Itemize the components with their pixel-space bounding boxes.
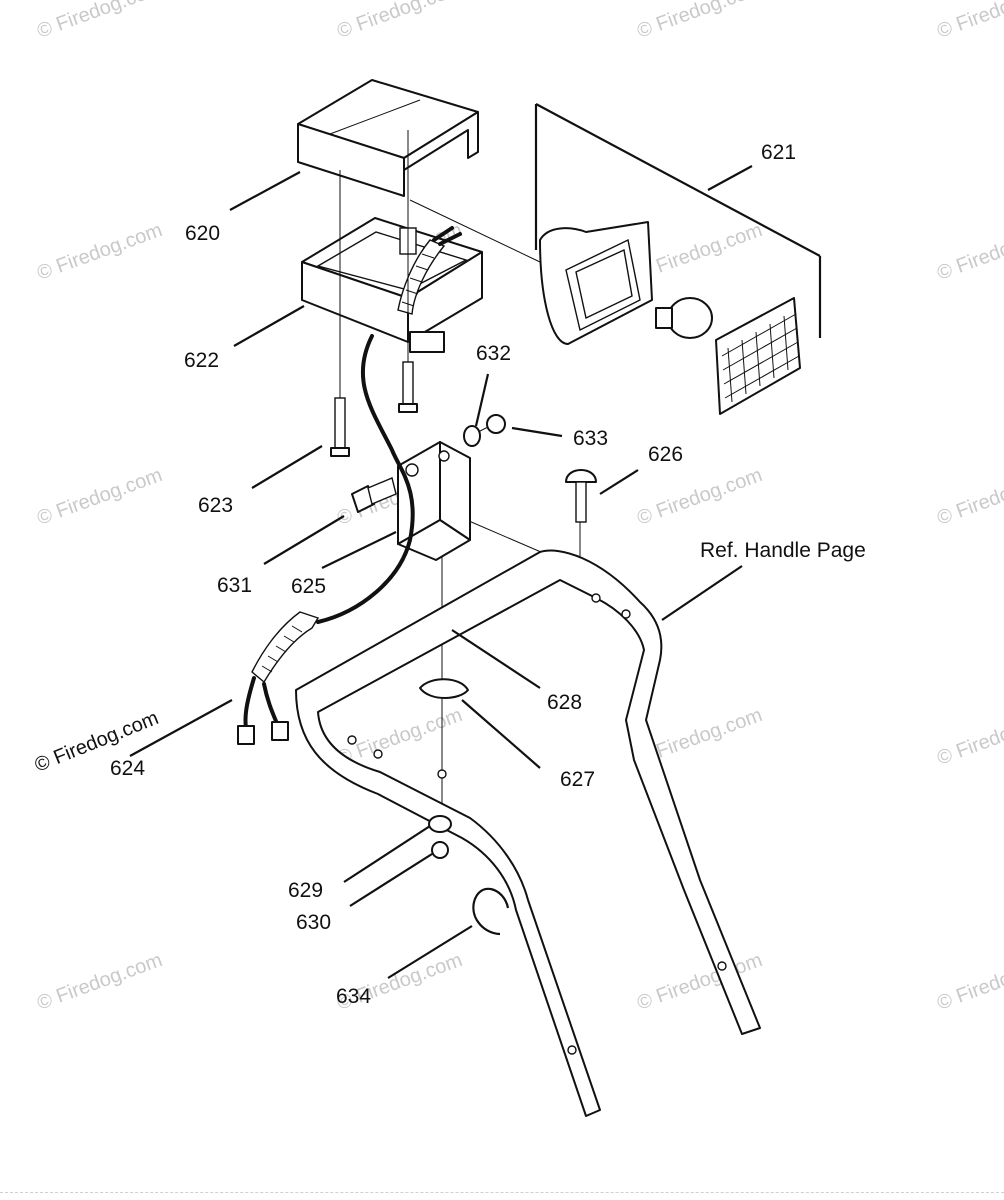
- label-ref-handle-page: Ref. Handle Page: [700, 539, 866, 562]
- label-631: 631: [217, 574, 252, 597]
- page-bottom-rule: [0, 1192, 1004, 1193]
- handle-frame: [295, 549, 761, 1117]
- label-627: 627: [560, 768, 595, 791]
- watermark: © Firedog.com: [634, 464, 765, 530]
- part-621-headlight: [534, 103, 822, 415]
- label-621: 621: [761, 141, 796, 164]
- label-626: 626: [648, 443, 683, 466]
- label-628: 628: [547, 691, 582, 714]
- watermark: © Firedog.com: [634, 219, 765, 285]
- label-622: 622: [184, 349, 219, 372]
- label-624: 624: [110, 757, 145, 780]
- part-633-nut: [486, 414, 506, 434]
- part-620-lamp-cover: [297, 79, 479, 197]
- callout-labels: 620 621 622 623 624 625 626 627 628 629 …: [110, 141, 866, 1008]
- part-627-spacer: [419, 678, 469, 699]
- watermark: © Firedog.com: [34, 0, 165, 43]
- watermark: © Firedog.com: [634, 0, 765, 43]
- label-633: 633: [573, 427, 608, 450]
- label-620: 620: [185, 222, 220, 245]
- lens-grid: [721, 313, 800, 403]
- watermark: © Firedog.com: [934, 704, 1004, 770]
- label-625: 625: [291, 575, 326, 598]
- watermark: © Firedog.com: [34, 464, 165, 530]
- watermark-grid: © Firedog.com © Firedog.com © Firedog.co…: [34, 0, 1004, 1015]
- part-632-washer: [463, 425, 481, 447]
- label-634: 634: [336, 985, 371, 1008]
- part-630-nut: [431, 841, 449, 859]
- part-623-screws: [330, 361, 418, 457]
- watermark: © Firedog.com: [334, 0, 465, 43]
- watermark: © Firedog.com: [34, 219, 165, 285]
- watermark: © Firedog.com: [934, 464, 1004, 530]
- watermark: © Firedog.com: [34, 949, 165, 1015]
- part-625-bracket: [397, 441, 471, 561]
- part-629-washer: [428, 815, 452, 833]
- part-634-clip: [472, 887, 510, 936]
- label-630: 630: [296, 911, 331, 934]
- part-622-lamp-housing: [301, 217, 483, 353]
- part-631-bolt: [351, 477, 397, 513]
- label-629: 629: [288, 879, 323, 902]
- label-623: 623: [198, 494, 233, 517]
- watermark: © Firedog.com: [934, 949, 1004, 1015]
- leader-lines: [129, 165, 753, 979]
- watermark: © Firedog.com: [934, 0, 1004, 43]
- label-632: 632: [476, 342, 511, 365]
- part-626-carriage-bolt: [565, 469, 597, 523]
- watermark: © Firedog.com: [934, 219, 1004, 285]
- part-624-wire-harness: [237, 334, 415, 745]
